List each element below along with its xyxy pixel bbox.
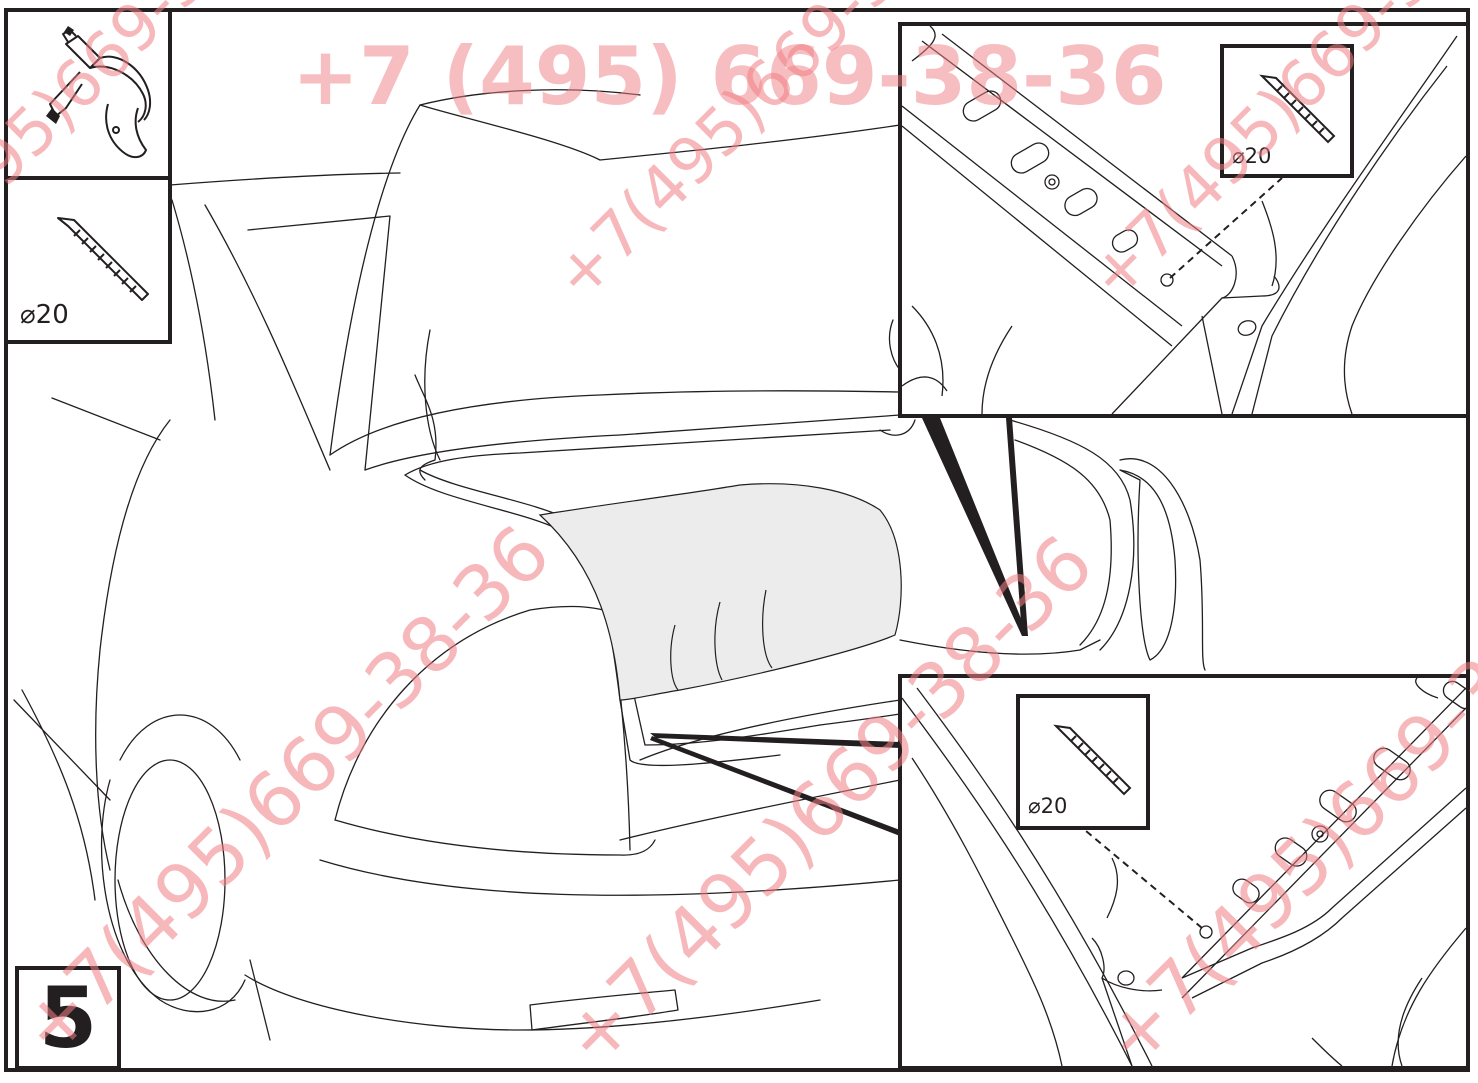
- step-number: 5: [15, 966, 121, 1070]
- inset-lower-drawing: [902, 678, 1466, 1066]
- inset-upper-size-label: ⌀20: [1232, 144, 1272, 168]
- drill-icon: [46, 26, 152, 158]
- drill-bit-icon: [57, 217, 149, 301]
- drill-bit-size-label: ⌀20: [20, 300, 69, 330]
- tool-panel-drill-bit: ⌀20: [4, 176, 172, 344]
- drill-bit-icon: [1053, 724, 1132, 796]
- tool-panel-drill: [4, 8, 172, 180]
- inset-lower-bit-box: ⌀20: [1016, 694, 1150, 830]
- trunk-box: [538, 483, 902, 701]
- inset-upper-bit-box: ⌀20: [1220, 44, 1354, 178]
- inset-upper-drawing: [902, 26, 1466, 414]
- inset-lower-size-label: ⌀20: [1028, 794, 1068, 818]
- page-frame: [4, 8, 1470, 1072]
- inset-upper: ⌀20: [898, 22, 1470, 418]
- inset-lower: ⌀20: [898, 674, 1470, 1070]
- drill-bit-icon: [1259, 74, 1336, 144]
